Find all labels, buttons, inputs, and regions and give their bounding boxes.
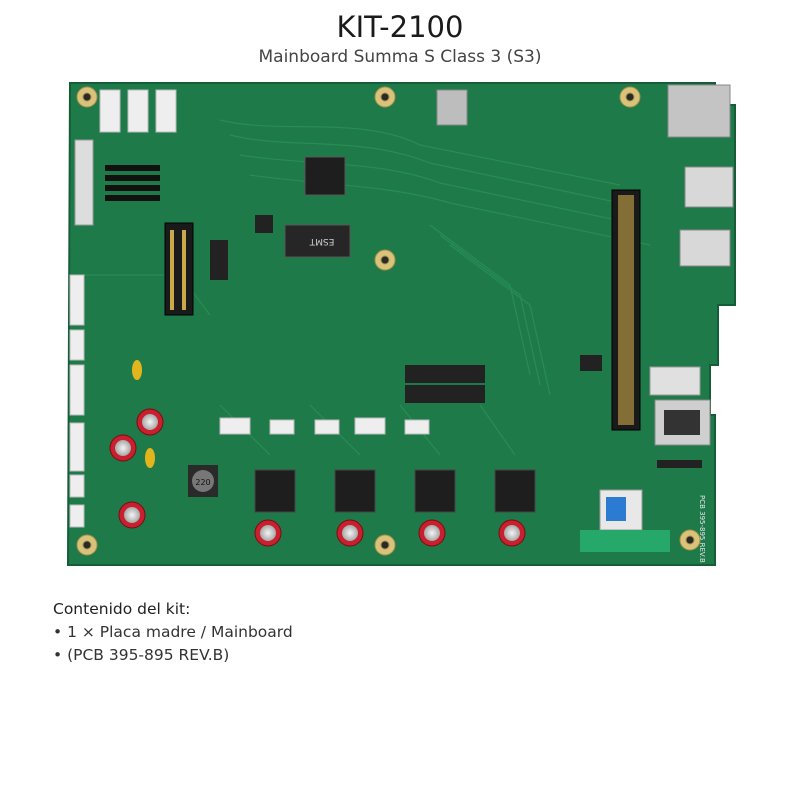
silkscreen-label: PCB 395-895 REV.B xyxy=(698,495,706,563)
mainboard-image: ESMT 220 xyxy=(66,82,736,566)
contents-heading: Contenido del kit: xyxy=(53,600,191,618)
contents-item: • (PCB 395-895 REV.B) xyxy=(53,646,230,664)
chip-label: ESMT xyxy=(309,236,334,246)
mounting-holes xyxy=(76,86,701,556)
page-subtitle: Mainboard Summa S Class 3 (S3) xyxy=(258,47,542,67)
inductor-label: 220 xyxy=(195,478,210,487)
kit-contents: Contenido del kit: • 1 × Placa madre / M… xyxy=(53,598,293,667)
page-title: KIT-2100 xyxy=(336,10,464,44)
contents-item: • 1 × Placa madre / Mainboard xyxy=(53,623,293,641)
